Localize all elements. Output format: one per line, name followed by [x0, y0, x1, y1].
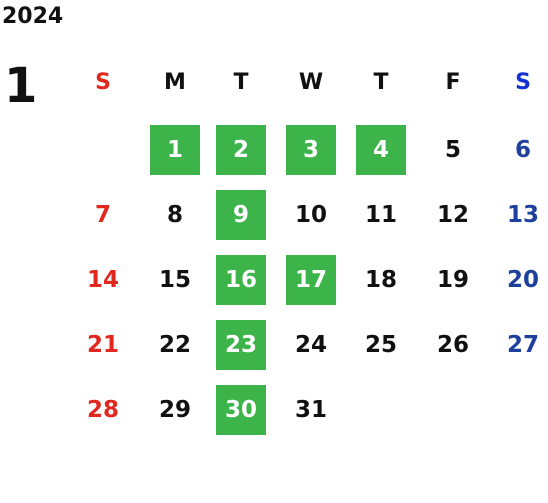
day-cell-23[interactable]: 23: [216, 320, 266, 370]
weekday-header: T: [373, 69, 389, 95]
day-cell-8[interactable]: 8: [166, 202, 183, 228]
weekday-header: S: [515, 69, 531, 95]
weekday-header: F: [445, 69, 461, 95]
day-cell-26[interactable]: 26: [436, 332, 469, 358]
day-cell-9[interactable]: 9: [216, 190, 266, 240]
day-cell-27[interactable]: 27: [506, 332, 539, 358]
day-cell-7[interactable]: 7: [94, 202, 111, 228]
day-cell-24[interactable]: 24: [294, 332, 327, 358]
day-cell-29[interactable]: 29: [158, 397, 191, 423]
day-cell-2[interactable]: 2: [216, 125, 266, 175]
day-cell-5[interactable]: 5: [444, 137, 461, 163]
day-cell-20[interactable]: 20: [506, 267, 539, 293]
weekday-header: T: [233, 69, 249, 95]
year-label: 2024: [2, 4, 64, 29]
weekday-header: S: [95, 69, 111, 95]
day-cell-11[interactable]: 11: [364, 202, 397, 228]
day-cell-19[interactable]: 19: [436, 267, 469, 293]
day-cell-3[interactable]: 3: [286, 125, 336, 175]
weekday-header: M: [164, 69, 186, 95]
day-cell-14[interactable]: 14: [86, 267, 119, 293]
day-cell-4[interactable]: 4: [356, 125, 406, 175]
weekday-header: W: [298, 69, 324, 95]
day-cell-12[interactable]: 12: [436, 202, 469, 228]
day-cell-31[interactable]: 31: [294, 397, 327, 423]
day-cell-18[interactable]: 18: [364, 267, 397, 293]
day-cell-10[interactable]: 10: [294, 202, 327, 228]
day-cell-6[interactable]: 6: [514, 137, 531, 163]
day-cell-22[interactable]: 22: [158, 332, 191, 358]
day-cell-15[interactable]: 15: [158, 267, 191, 293]
day-cell-16[interactable]: 16: [216, 255, 266, 305]
day-cell-30[interactable]: 30: [216, 385, 266, 435]
day-cell-21[interactable]: 21: [86, 332, 119, 358]
day-cell-1[interactable]: 1: [150, 125, 200, 175]
day-cell-17[interactable]: 17: [286, 255, 336, 305]
day-cell-28[interactable]: 28: [86, 397, 119, 423]
day-cell-13[interactable]: 13: [506, 202, 539, 228]
day-cell-25[interactable]: 25: [364, 332, 397, 358]
month-label: 1: [4, 58, 38, 114]
